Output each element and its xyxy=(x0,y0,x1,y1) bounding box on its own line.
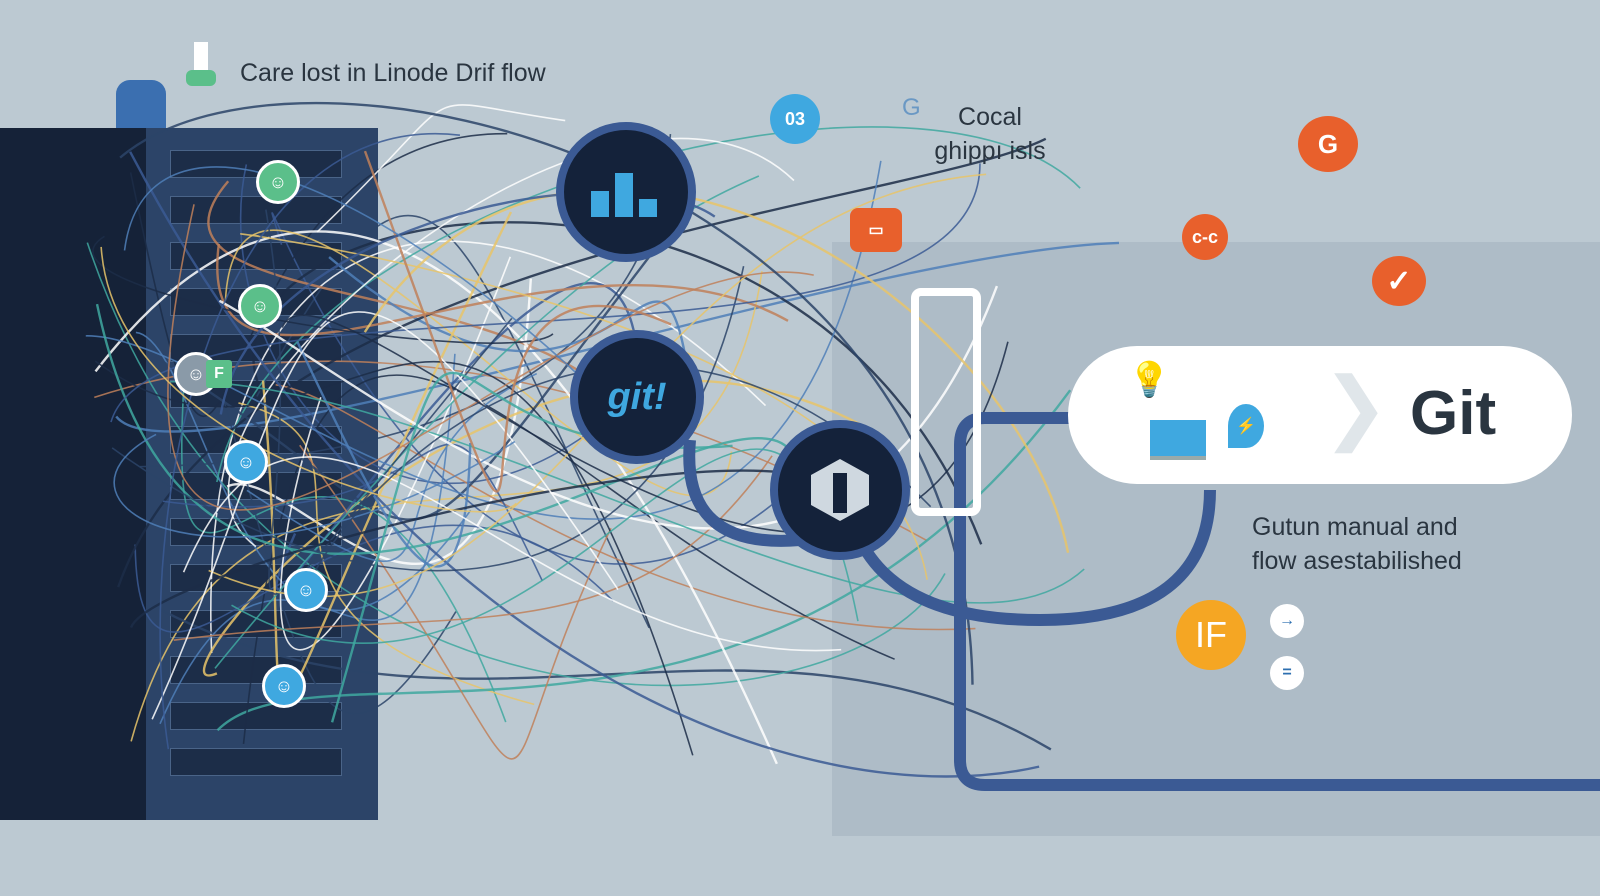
check-badge-icon: ✓ xyxy=(1372,256,1426,306)
wire xyxy=(316,104,566,233)
chart-node[interactable] xyxy=(556,122,696,262)
cup-icon xyxy=(186,42,216,90)
bar-chart-icon xyxy=(591,173,657,217)
wire xyxy=(159,353,456,725)
wire xyxy=(363,188,1070,553)
wire xyxy=(92,235,554,344)
user-avatar[interactable]: ☺ xyxy=(238,284,282,328)
wire xyxy=(167,204,814,511)
wire xyxy=(218,285,999,530)
user-avatar[interactable]: ☺ xyxy=(262,664,306,708)
git-node[interactable]: git! xyxy=(570,330,704,464)
wire xyxy=(129,151,1040,778)
wire xyxy=(117,137,1047,588)
git-panel xyxy=(1068,346,1572,484)
wire xyxy=(94,360,694,756)
wire xyxy=(265,209,513,595)
wire xyxy=(115,241,1120,433)
wire xyxy=(296,341,472,568)
wire xyxy=(170,380,1085,604)
result-label-line1: Gutun manual and xyxy=(1252,513,1458,541)
wire xyxy=(281,314,1009,534)
arrow-right-icon[interactable]: → xyxy=(1270,604,1304,638)
rack-slot xyxy=(170,196,342,224)
user-avatar[interactable]: ☺ xyxy=(256,160,300,204)
header-title: Care lost in Linode Drif flow xyxy=(240,59,546,87)
result-label: Gutun manual and flow asestabilished xyxy=(1252,510,1462,578)
wire xyxy=(159,132,461,750)
wire xyxy=(95,303,799,556)
wire xyxy=(151,311,619,720)
wire xyxy=(86,242,946,687)
wire xyxy=(222,398,457,715)
chevron-right-icon: ❯ xyxy=(1322,362,1390,451)
wire xyxy=(100,246,517,513)
orange-g-badge: G xyxy=(1298,116,1358,172)
laptop-icon xyxy=(1150,420,1206,460)
wire xyxy=(216,243,789,337)
rack-slot xyxy=(170,610,342,638)
code-badge-icon: ▭ xyxy=(850,208,902,252)
yellow-badge: IF xyxy=(1176,600,1246,670)
wire xyxy=(238,402,535,706)
rack-slot xyxy=(170,242,342,270)
rack-slot xyxy=(170,702,342,730)
shield-icon xyxy=(811,459,869,521)
cc-badge: c-c xyxy=(1182,214,1228,260)
lightbulb-icon: 💡 xyxy=(1128,361,1171,399)
green-tag: F xyxy=(206,360,232,388)
wire xyxy=(227,137,795,548)
result-label-line2: flow asestabilished xyxy=(1252,547,1462,575)
top-label: Cocal ghippı isls xyxy=(930,100,1050,168)
rack-slot xyxy=(170,748,342,776)
equals-icon[interactable]: = xyxy=(1270,656,1304,690)
server-icon xyxy=(116,80,166,128)
shield-node[interactable] xyxy=(770,420,910,560)
wire xyxy=(162,443,544,582)
wire xyxy=(208,173,987,597)
wire xyxy=(363,150,672,493)
top-label-line2: ghippı isls xyxy=(934,137,1046,165)
wire xyxy=(299,444,612,760)
git-logo: Git xyxy=(1410,379,1497,448)
user-avatar[interactable]: ☺ xyxy=(284,568,328,612)
wire xyxy=(246,372,538,562)
wire xyxy=(226,278,533,566)
g-mark: G xyxy=(902,94,921,121)
location-bolt-icon: ⚡ xyxy=(1228,404,1264,448)
user-avatar[interactable]: ☺ xyxy=(224,440,268,484)
top-label-line1: Cocal xyxy=(958,103,1022,131)
wire xyxy=(275,282,639,591)
wire xyxy=(214,175,760,669)
blue-badge: 03 xyxy=(770,94,820,144)
wire xyxy=(271,212,843,565)
wire xyxy=(160,608,1052,751)
